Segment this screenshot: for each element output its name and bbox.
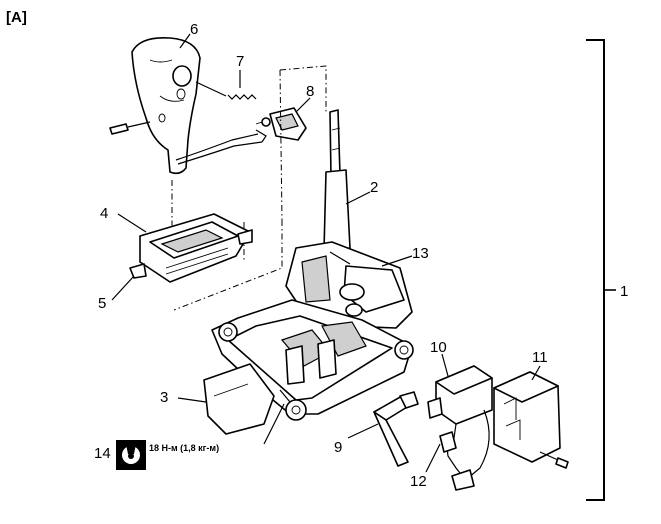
shift-lock-solenoid — [427, 365, 493, 491]
callout-7: 7 — [236, 53, 244, 70]
detent-plate — [373, 391, 419, 467]
figure-label: [A] — [6, 9, 27, 26]
callout-14: 14 — [94, 445, 111, 462]
shift-lever-rod — [323, 109, 351, 251]
callout-2: 2 — [370, 179, 378, 196]
base-bracket — [203, 299, 414, 435]
assembly-bracket — [586, 39, 616, 501]
shift-knob — [131, 36, 267, 175]
torque-wrench-icon — [116, 440, 146, 470]
exploded-view-boundary — [171, 65, 327, 311]
callout-9: 9 — [334, 439, 342, 456]
knob-screw — [109, 121, 151, 135]
overdrive-switch — [255, 107, 307, 141]
callout-5: 5 — [98, 295, 106, 312]
indicator-plate — [129, 213, 253, 283]
callout-3: 3 — [160, 389, 168, 406]
callout-11: 11 — [532, 349, 548, 366]
callout-10: 10 — [430, 339, 447, 356]
callout-1: 1 — [620, 283, 628, 300]
callout-13: 13 — [412, 245, 429, 262]
callout-4: 4 — [100, 205, 108, 222]
callout-leaders — [111, 33, 541, 473]
detent-spring — [195, 81, 257, 100]
callout-8: 8 — [306, 83, 314, 100]
callout-6: 6 — [190, 21, 198, 38]
callout-12: 12 — [410, 473, 427, 490]
switch-cover — [493, 371, 569, 469]
torque-spec: 18 Н-м (1,8 кг-м) — [149, 443, 219, 453]
